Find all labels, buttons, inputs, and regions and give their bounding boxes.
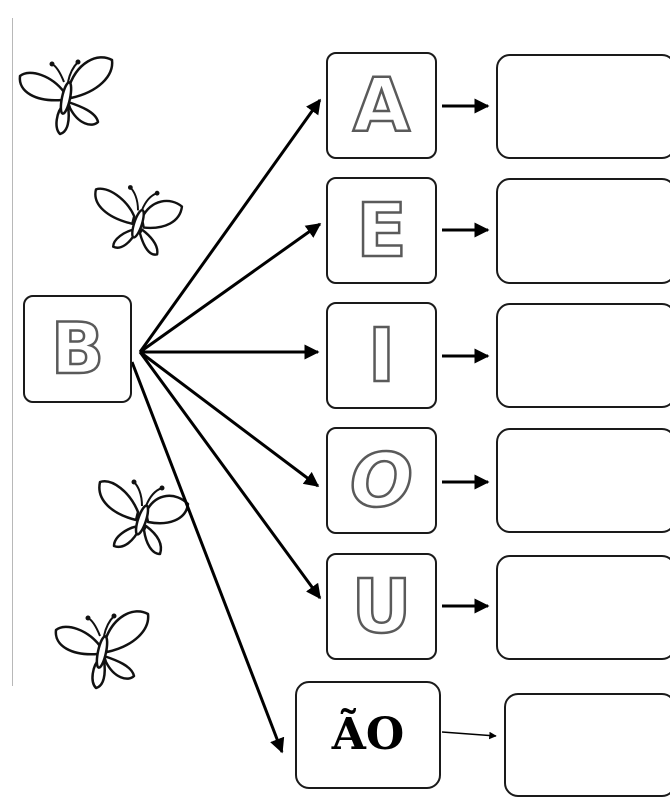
butterfly-icon xyxy=(18,56,114,136)
arrow-icon xyxy=(139,222,322,354)
butterfly-icon xyxy=(54,610,150,690)
arrow-icon xyxy=(130,361,285,754)
page-margin-line xyxy=(12,18,13,686)
answer-box[interactable] xyxy=(496,303,670,408)
butterfly-icon xyxy=(98,479,190,556)
vowel-letter: O xyxy=(349,437,414,524)
vowel-letter: A xyxy=(352,62,412,149)
answer-box[interactable] xyxy=(496,428,670,533)
vowel-letter: E xyxy=(355,187,408,274)
vowel-box-o: O xyxy=(326,427,437,534)
answer-box[interactable] xyxy=(496,555,670,660)
vowel-box-a: A xyxy=(326,52,437,159)
answer-box[interactable] xyxy=(496,54,670,159)
ending-box: ÃO xyxy=(295,681,441,789)
ending-text: ÃO xyxy=(331,709,405,760)
vowel-box-i: I xyxy=(326,302,437,409)
vowel-letter: U xyxy=(350,563,413,650)
vowel-box-e: E xyxy=(326,177,437,284)
arrow-icon xyxy=(138,351,322,600)
answer-box[interactable] xyxy=(496,178,670,284)
vowel-box-u: U xyxy=(326,553,437,660)
arrow-icon xyxy=(138,98,322,353)
arrow-icon xyxy=(139,350,320,488)
source-letter: B xyxy=(50,308,106,390)
butterfly-icon xyxy=(94,185,184,256)
source-letter-box: B xyxy=(23,295,132,403)
answer-box[interactable] xyxy=(504,693,670,797)
vowel-letter: I xyxy=(366,312,396,399)
arrow-icon xyxy=(441,731,497,740)
